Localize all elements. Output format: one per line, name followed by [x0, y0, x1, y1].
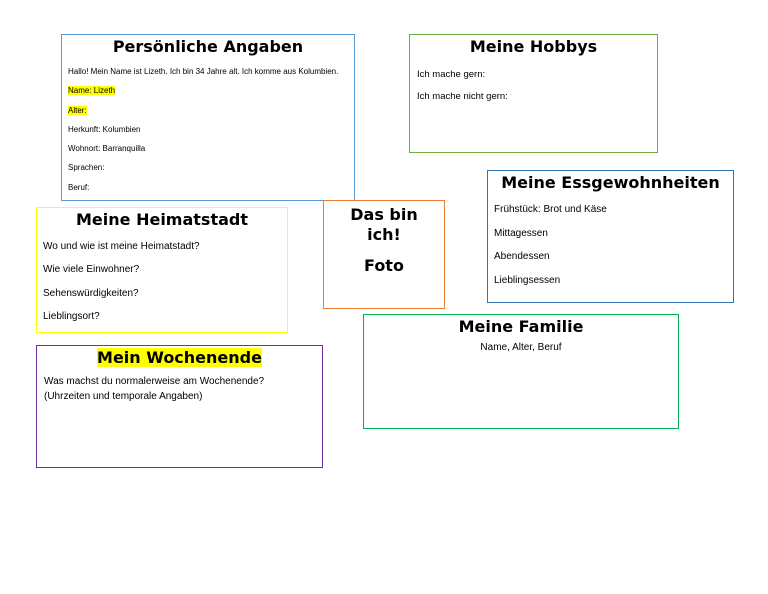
- weekend-box: Mein Wochenende Was machst du normalerwe…: [36, 345, 323, 468]
- languages-field: Sprachen:: [68, 163, 105, 173]
- hometown-title: Meine Heimatstadt: [76, 210, 248, 229]
- photo-heading-line1: Das bin: [350, 205, 418, 224]
- photo-placeholder-label: Foto: [364, 256, 404, 275]
- eating-habits-title: Meine Essgewohnheiten: [501, 173, 720, 192]
- hobbies-box: Meine Hobbys Ich mache gern: Ich mache n…: [409, 34, 658, 153]
- personal-info-box: Persönliche Angaben Hallo! Mein Name ist…: [61, 34, 355, 201]
- job-field: Beruf:: [68, 182, 90, 192]
- favorite-food-line: Lieblingsessen: [494, 274, 561, 286]
- family-box: Meine Familie Name, Alter, Beruf: [363, 314, 679, 429]
- weekend-hint: (Uhrzeiten und temporale Angaben): [44, 390, 203, 402]
- hometown-question-where: Wo und wie ist meine Heimatstadt?: [43, 241, 200, 252]
- photo-heading-line2: ich!: [367, 225, 401, 244]
- photo-box: Das bin ich! Foto: [323, 200, 445, 309]
- weekend-question: Was machst du normalerweise am Wochenend…: [44, 376, 265, 387]
- breakfast-line: Frühstück: Brot und Käse: [494, 204, 607, 215]
- lunch-line: Mittagessen: [494, 227, 548, 239]
- eating-habits-box: Meine Essgewohnheiten Frühstück: Brot un…: [487, 170, 734, 303]
- family-subtitle: Name, Alter, Beruf: [480, 342, 562, 353]
- residence-field: Wohnort: Barranquilla: [68, 144, 146, 154]
- name-field: Name: Lizeth: [68, 86, 116, 96]
- age-field: Alter:: [68, 105, 87, 115]
- hobbies-title: Meine Hobbys: [469, 37, 598, 56]
- hometown-question-favorite: Lieblingsort?: [43, 310, 100, 322]
- origin-field: Herkunft: Kolumbien: [68, 124, 141, 134]
- dislikes-line: Ich mache nicht gern:: [417, 91, 508, 102]
- likes-line: Ich mache gern:: [417, 69, 486, 80]
- hometown-box: Meine Heimatstadt Wo und wie ist meine H…: [36, 207, 288, 333]
- family-title: Meine Familie: [458, 317, 584, 336]
- hometown-question-population: Wie viele Einwohner?: [43, 264, 140, 276]
- dinner-line: Abendessen: [494, 251, 550, 262]
- intro-text: Hallo! Mein Name ist Lizeth. Ich bin 34 …: [68, 67, 339, 76]
- hometown-question-sights: Sehenswürdigkeiten?: [43, 287, 139, 299]
- personal-info-title: Persönliche Angaben: [112, 37, 304, 56]
- weekend-title: Mein Wochenende: [97, 348, 262, 367]
